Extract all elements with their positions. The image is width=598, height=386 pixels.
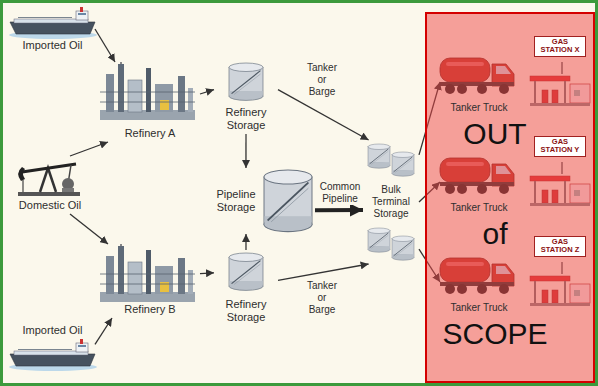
storage-tank (264, 170, 312, 232)
illustrated-node: Bulk Terminal Storage (363, 140, 419, 264)
flow-arrow (245, 234, 246, 250)
out-of-scope-region: OUT of SCOPETanker Truck GAS STATION X Tan… (425, 12, 595, 383)
flow-arrow (95, 29, 115, 62)
node-label: Refinery Storage (214, 106, 278, 132)
illustrated-node: Refinery B (100, 244, 200, 318)
flow-arrow (245, 134, 246, 168)
node-label: Tanker Truck (450, 302, 507, 314)
gas-station-sign: GAS STATION X (528, 36, 592, 106)
illustrated-node: Tanker Truck (440, 248, 518, 316)
refinery-plant (100, 244, 195, 302)
illustrated-node: Refinery Storage (214, 60, 278, 134)
storage-tank (392, 236, 414, 260)
sign-text: GAS STATION Y (534, 136, 586, 157)
storage-tank (229, 253, 263, 290)
scope-note: OUT of SCOPE (430, 84, 560, 384)
sign-text: GAS STATION X (534, 36, 586, 57)
node-label: Tanker Truck (450, 102, 507, 114)
refinery-plant (100, 62, 195, 120)
node-label: Pipeline Storage (214, 188, 258, 214)
node-label: Imported Oil (23, 39, 83, 52)
node-label: Tanker Truck (450, 202, 507, 214)
edge-label: Common Pipeline (315, 181, 365, 205)
storage-tank (229, 63, 263, 100)
illustrated-node: Imported Oil (10, 4, 95, 54)
illustrated-node: Refinery A (100, 62, 200, 142)
pump-jack (18, 164, 80, 196)
illustrated-node: Imported Oil (10, 322, 95, 378)
gas-station-sign: GAS STATION Z (528, 236, 592, 306)
node-label: Imported Oil (23, 324, 83, 337)
node-label: Refinery B (124, 303, 175, 316)
flow-arrow (70, 214, 108, 244)
tanker-ship (9, 7, 97, 39)
gas-station-sign: GAS STATION Y (528, 136, 592, 206)
node-label: Bulk Terminal Storage (367, 184, 415, 220)
node-label: Domestic Oil (19, 199, 81, 212)
illustrated-node: Pipeline Storage (212, 168, 315, 234)
storage-tank (368, 144, 390, 168)
flow-arrow (70, 142, 108, 156)
flow-arrow (278, 264, 369, 280)
storage-tank (368, 228, 390, 252)
node-label: Refinery A (125, 127, 176, 140)
illustrated-node: Tanker Truck (440, 148, 518, 216)
edge-label: Tanker or Barge (302, 62, 342, 98)
flow-arrow (95, 318, 112, 344)
storage-tank (392, 152, 414, 176)
illustrated-node: Refinery Storage (214, 250, 278, 326)
tanker-ship (9, 339, 97, 371)
illustrated-node: Tanker Truck (440, 48, 518, 116)
flow-arrow (200, 90, 214, 94)
edge-label: Tanker or Barge (302, 280, 342, 316)
node-label: Refinery Storage (214, 298, 278, 324)
flow-arrow (200, 272, 214, 274)
flow-arrow (315, 208, 363, 212)
illustrated-node: Domestic Oil (10, 156, 90, 214)
sign-text: GAS STATION Z (534, 236, 586, 257)
